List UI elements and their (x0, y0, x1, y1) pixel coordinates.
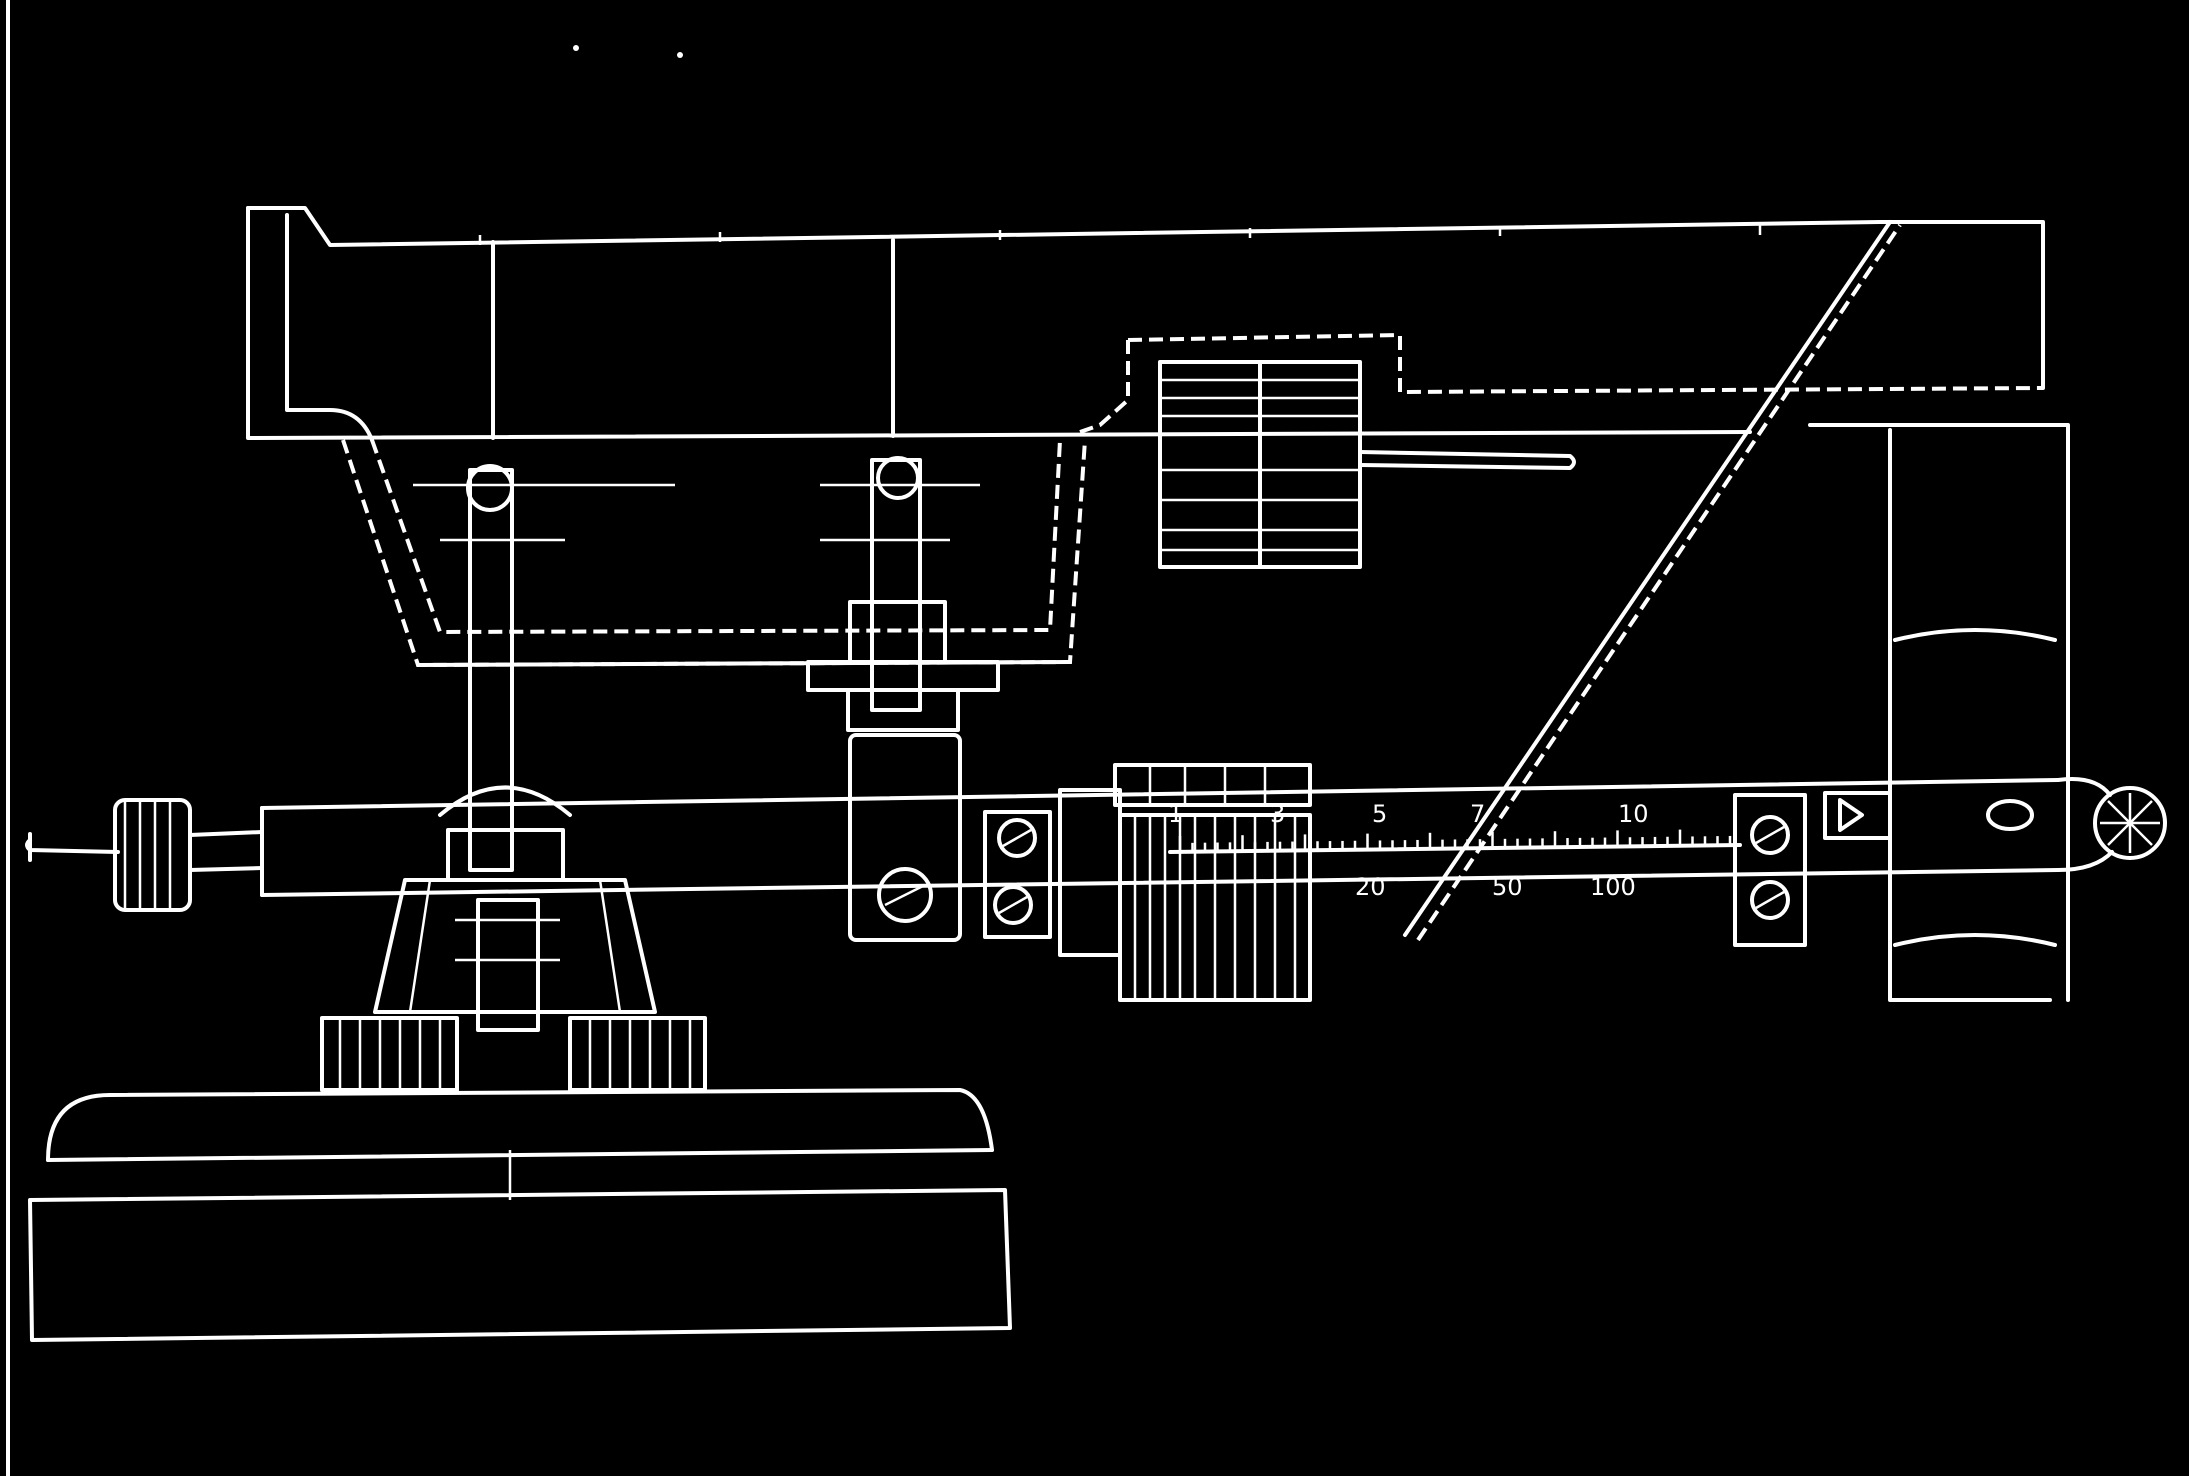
screw-icon (1750, 815, 1790, 855)
upper-housing (246, 206, 2070, 1002)
scale-upper-label: 5 (1372, 800, 1387, 828)
slider-carriage (848, 733, 1312, 1002)
scale-lower-label: 50 (1492, 873, 1523, 901)
pivot-column (320, 785, 707, 1092)
end-wheel-icon (2093, 786, 2167, 860)
scale-upper-label: 3 (1270, 800, 1285, 828)
scale-lower-label: 100 (1590, 873, 1636, 901)
scale-upper-label: 7 (1470, 800, 1485, 828)
slide-rail (260, 763, 2060, 897)
base-plate (28, 1088, 1012, 1342)
graduated-scale: 1 3 5 7 10 20 50 100 (1168, 800, 1742, 901)
grid-block (1158, 360, 1576, 569)
screw-icon (993, 885, 1033, 925)
tray (341, 439, 1087, 668)
screw-icon (997, 818, 1037, 858)
scale-upper-label: 10 (1618, 800, 1649, 828)
screw-icon (1750, 880, 1790, 920)
screw-icon (877, 867, 933, 923)
scale-lower-label: 20 (1355, 873, 1386, 901)
right-clamps (1733, 628, 2167, 947)
scale-upper-label: 1 (1168, 800, 1183, 828)
adjusting-knob (25, 798, 264, 912)
left-posts (413, 456, 1000, 872)
diagonal-plate (1403, 220, 1902, 942)
